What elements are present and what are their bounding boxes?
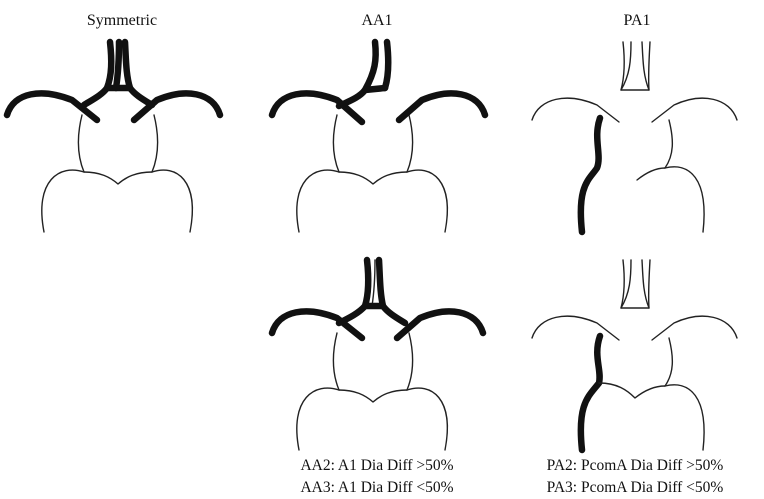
diagram-aa2-aa3 [272, 260, 483, 450]
caption-aa2: AA2: A1 Dia Diff >50% [300, 455, 453, 477]
caption-aa3: AA3: A1 Dia Diff <50% [300, 477, 453, 499]
diagram-aa1 [272, 42, 485, 232]
diagram-pa2-pa3 [532, 260, 737, 450]
caption-pa3: PA3: PcomA Dia Diff <50% [547, 477, 724, 499]
diagram-symmetric [7, 42, 220, 232]
caption-pa2: PA2: PcomA Dia Diff >50% [547, 455, 724, 477]
diagram-pa1 [532, 42, 737, 232]
